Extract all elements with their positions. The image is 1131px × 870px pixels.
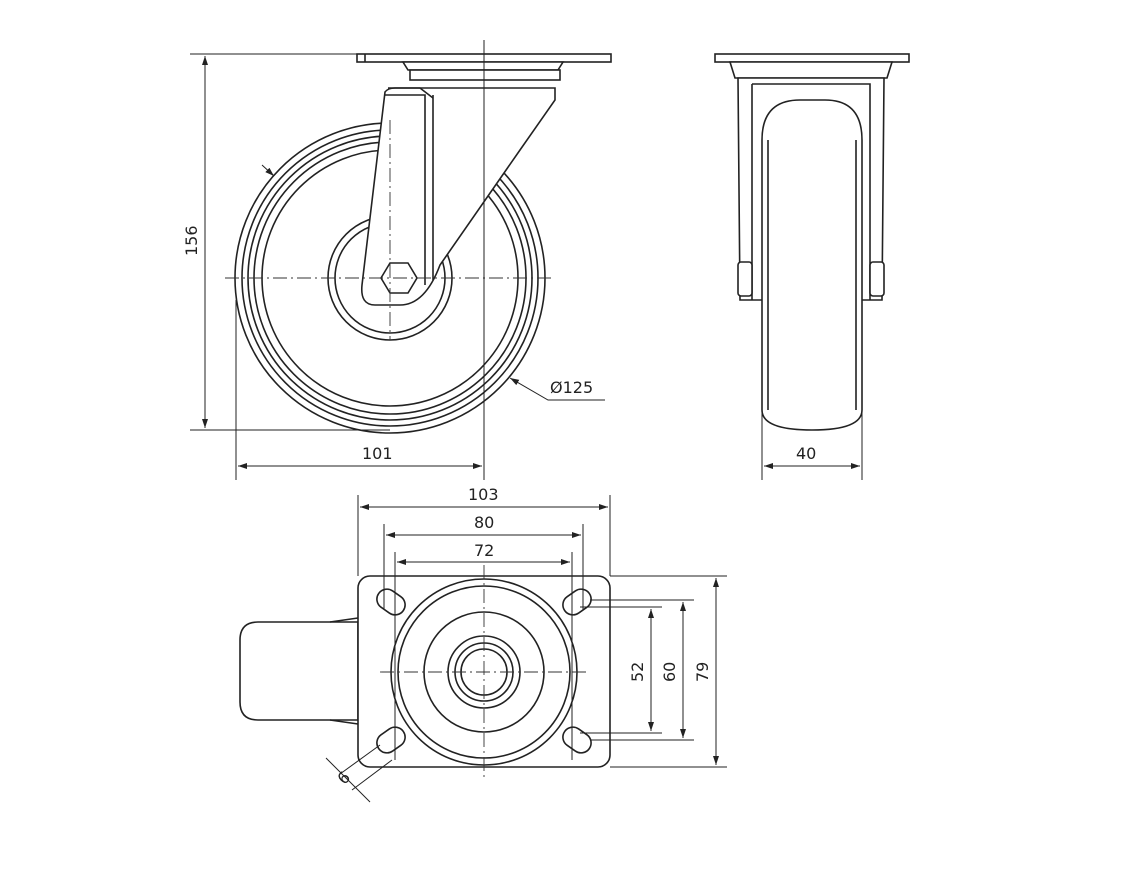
- swivel-fork: [360, 87, 556, 306]
- plate-height-label: 79: [693, 662, 712, 682]
- top-view: 103 80 72 52 60 79 9: [239, 485, 727, 803]
- front-view: 156 101 Ø125: [182, 40, 612, 480]
- mounting-slots: [376, 588, 592, 754]
- slot-width-label: 9: [333, 767, 354, 788]
- vertical-inner-label: 52: [628, 662, 647, 682]
- height-dimension-label: 156: [182, 225, 201, 256]
- axle-nut-right-icon: [869, 261, 885, 297]
- hole-spacing-inner-label: 72: [474, 541, 494, 560]
- hole-spacing-outer-label: 80: [474, 513, 494, 532]
- axle-nut-left-icon: [737, 261, 753, 297]
- diameter-dimension-label: Ø125: [550, 378, 593, 397]
- vertical-outer-label: 60: [660, 662, 679, 682]
- plate-width-label: 103: [468, 485, 499, 504]
- offset-dimension-label: 101: [362, 444, 393, 463]
- side-view: 40: [714, 53, 910, 480]
- wheel-width-label: 40: [796, 444, 816, 463]
